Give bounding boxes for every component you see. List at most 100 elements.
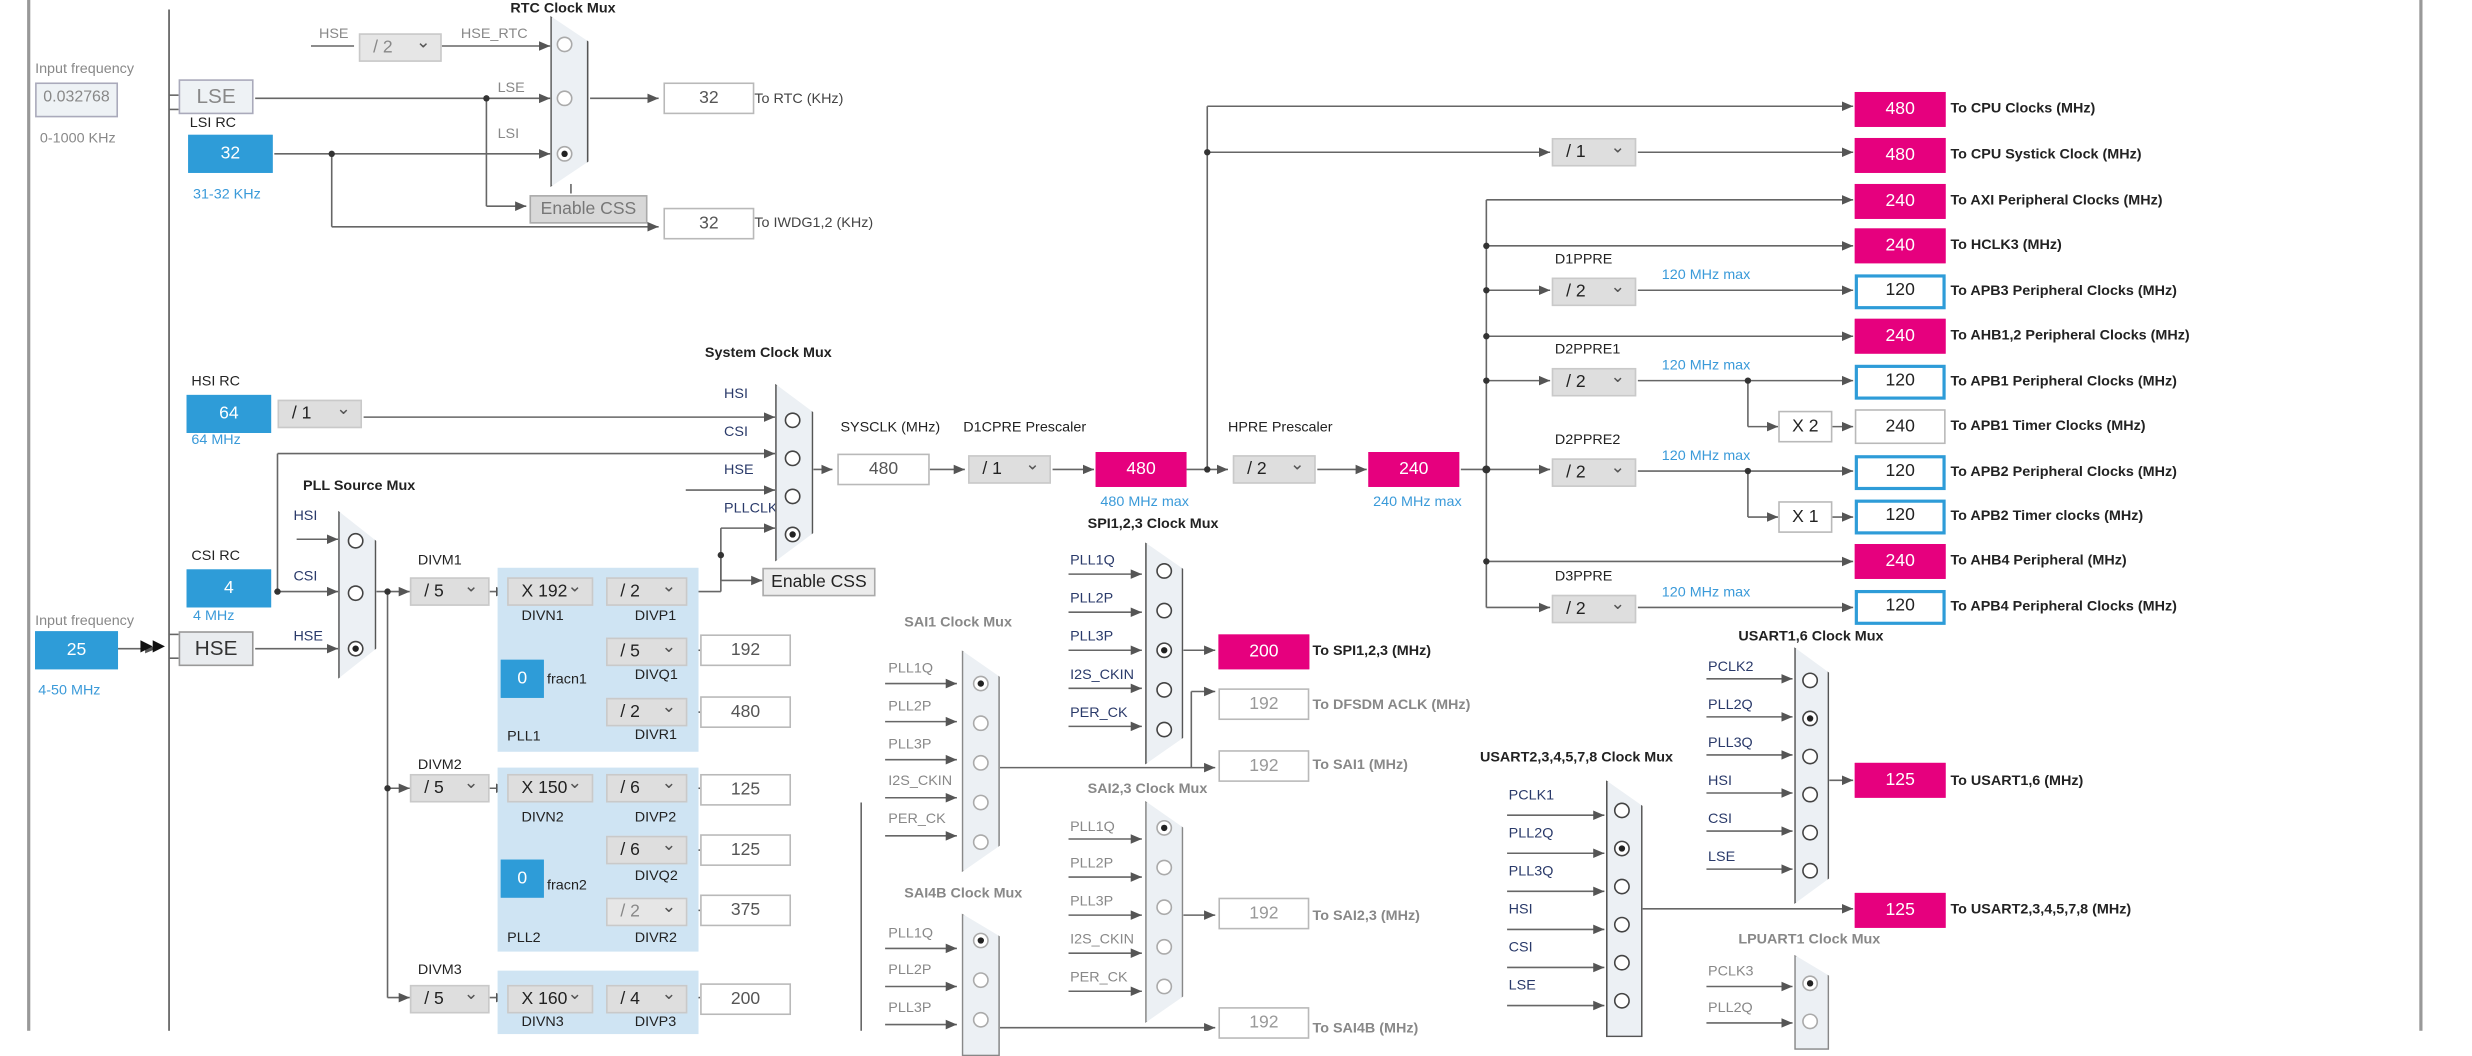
dfsdm-value[interactable]: 192 — [1218, 688, 1310, 721]
lpuart1-radio-pll2q[interactable] — [1802, 1013, 1819, 1030]
apb4-value[interactable]: 120 — [1854, 589, 1946, 625]
spi123-radio-pll2p[interactable] — [1156, 602, 1173, 619]
apb2-timer-value[interactable]: 120 — [1854, 499, 1946, 535]
apb3-value[interactable]: 120 — [1854, 274, 1946, 310]
sai1-value[interactable]: 192 — [1218, 750, 1310, 782]
d1cpre-divider[interactable]: / 1 — [968, 452, 1051, 484]
sai1-radio-pll3p[interactable] — [972, 754, 989, 771]
sai4b-value[interactable]: 192 — [1218, 1007, 1310, 1039]
axi-clock-value[interactable]: 240 — [1854, 183, 1946, 219]
sai1-radio-i2s-ckin[interactable] — [972, 794, 989, 811]
divn2-multiplier[interactable]: X 150 — [507, 771, 594, 803]
sai23-radio-i2s-ckin[interactable] — [1156, 938, 1173, 955]
sai4b-radio-pll3p[interactable] — [972, 1011, 989, 1028]
usart2-radio-pll3q[interactable] — [1613, 878, 1630, 895]
rtc-mux-radio-hse[interactable] — [556, 36, 573, 53]
hclk3-value[interactable]: 240 — [1854, 228, 1946, 264]
pll1-q-value[interactable]: 192 — [700, 634, 792, 667]
pll-source-radio-hsi[interactable] — [347, 532, 364, 549]
pll2-r-value[interactable]: 375 — [700, 894, 792, 927]
usart2-radio-pll2q[interactable] — [1613, 840, 1630, 857]
system-enable-css-button[interactable]: Enable CSS — [762, 567, 876, 597]
sai4b-radio-pll2p[interactable] — [972, 972, 989, 989]
sai23-radio-pll2p[interactable] — [1156, 859, 1173, 876]
usart2-radio-hsi[interactable] — [1613, 916, 1630, 933]
sai1-radio-pll2p[interactable] — [972, 715, 989, 732]
sai4b-radio-pll1q[interactable] — [972, 932, 989, 949]
pll2-fracn-value[interactable]: 0 — [500, 859, 544, 898]
system-mux-radio-hse[interactable] — [784, 488, 801, 505]
pll2-q-value[interactable]: 125 — [700, 834, 792, 866]
sai1-radio-per-ck[interactable] — [972, 834, 989, 851]
usart16-radio-csi[interactable] — [1802, 824, 1819, 841]
pll2-p-value[interactable]: 125 — [700, 773, 792, 806]
rtc-hse-divider[interactable]: / 2 — [358, 30, 442, 62]
usart16-radio-lse[interactable] — [1802, 862, 1819, 879]
lpuart1-radio-pclk3[interactable] — [1802, 975, 1819, 992]
apb1-value[interactable]: 120 — [1854, 364, 1946, 400]
divm3-divider[interactable]: / 5 — [409, 982, 490, 1014]
pll-source-radio-hse[interactable] — [347, 640, 364, 657]
spi123-radio-pll1q[interactable] — [1156, 563, 1173, 579]
ahb12-value[interactable]: 240 — [1854, 318, 1946, 354]
divq2-divider[interactable]: / 6 — [606, 833, 688, 865]
sai23-radio-pll1q[interactable] — [1156, 819, 1173, 836]
pll1-r-value[interactable]: 480 — [700, 696, 792, 728]
system-mux-radio-pllclk[interactable] — [784, 526, 801, 543]
hsi-divider[interactable]: / 1 — [277, 396, 363, 429]
csi-rc-value[interactable]: 4 — [186, 569, 272, 608]
iwdg-output-value[interactable]: 32 — [663, 207, 755, 240]
divn1-multiplier[interactable]: X 192 — [507, 574, 594, 606]
divn3-multiplier[interactable]: X 160 — [507, 982, 594, 1014]
lsi-rc-value[interactable]: 32 — [188, 134, 273, 173]
system-mux-radio-hsi[interactable] — [784, 412, 801, 429]
systick-value[interactable]: 480 — [1854, 137, 1946, 173]
hse-input-frequency[interactable]: 25 — [35, 631, 119, 670]
rtc-enable-css-button[interactable]: Enable CSS — [529, 195, 648, 224]
rtc-mux-radio-lse[interactable] — [556, 90, 573, 107]
sai23-radio-per-ck[interactable] — [1156, 978, 1173, 995]
usart16-radio-pll2q[interactable] — [1802, 710, 1819, 727]
usart2-radio-pclk1[interactable] — [1613, 802, 1630, 819]
pll-source-radio-csi[interactable] — [347, 585, 364, 602]
spi123-value[interactable]: 200 — [1218, 634, 1310, 670]
rtc-output-value[interactable]: 32 — [663, 82, 755, 115]
d1ppre-divider[interactable]: / 2 — [1551, 274, 1637, 307]
hpre-divider[interactable]: / 2 — [1232, 452, 1316, 484]
spi123-radio-per-ck[interactable] — [1156, 721, 1173, 738]
divp3-divider[interactable]: / 4 — [606, 982, 688, 1014]
d1cpre-output-value[interactable]: 480 — [1095, 452, 1187, 487]
divr2-divider[interactable]: / 2 — [606, 895, 688, 927]
usart16-value[interactable]: 125 — [1854, 762, 1946, 798]
cpu-clock-value[interactable]: 480 — [1854, 91, 1946, 127]
ahb4-value[interactable]: 240 — [1854, 543, 1946, 579]
hpre-output-value[interactable]: 240 — [1368, 452, 1460, 487]
divm2-divider[interactable]: / 5 — [409, 771, 490, 803]
pll1-fracn-value[interactable]: 0 — [500, 659, 544, 698]
divp2-divider[interactable]: / 6 — [606, 771, 688, 803]
sai23-radio-pll3p[interactable] — [1156, 899, 1173, 916]
system-mux-radio-csi[interactable] — [784, 450, 801, 467]
divr1-divider[interactable]: / 2 — [606, 695, 688, 727]
sysclk-value[interactable]: 480 — [837, 453, 930, 486]
apb2-value[interactable]: 120 — [1854, 455, 1946, 491]
divq1-divider[interactable]: / 5 — [606, 634, 688, 667]
d3ppre-divider[interactable]: / 2 — [1551, 592, 1637, 624]
sai1-radio-pll1q[interactable] — [972, 675, 989, 692]
sai23-value[interactable]: 192 — [1218, 897, 1310, 930]
d2ppre2-divider[interactable]: / 2 — [1551, 455, 1637, 487]
usart2-radio-csi[interactable] — [1613, 954, 1630, 971]
spi123-radio-i2s-ckin[interactable] — [1156, 681, 1173, 698]
usart16-radio-pclk2[interactable] — [1802, 672, 1819, 689]
divp1-divider[interactable]: / 2 — [606, 574, 688, 606]
usart2-value[interactable]: 125 — [1854, 892, 1946, 928]
usart16-radio-pll3q[interactable] — [1802, 748, 1819, 765]
apb1-timer-value[interactable]: 240 — [1854, 409, 1946, 445]
usart16-radio-hsi[interactable] — [1802, 786, 1819, 803]
divm1-divider[interactable]: / 5 — [409, 574, 490, 606]
d2ppre1-divider[interactable]: / 2 — [1551, 365, 1637, 397]
usart2-radio-lse[interactable] — [1613, 992, 1630, 1009]
pll3-p-value[interactable]: 200 — [700, 983, 792, 1016]
rtc-mux-radio-lsi[interactable] — [556, 145, 573, 162]
hsi-rc-value[interactable]: 64 — [186, 394, 272, 433]
